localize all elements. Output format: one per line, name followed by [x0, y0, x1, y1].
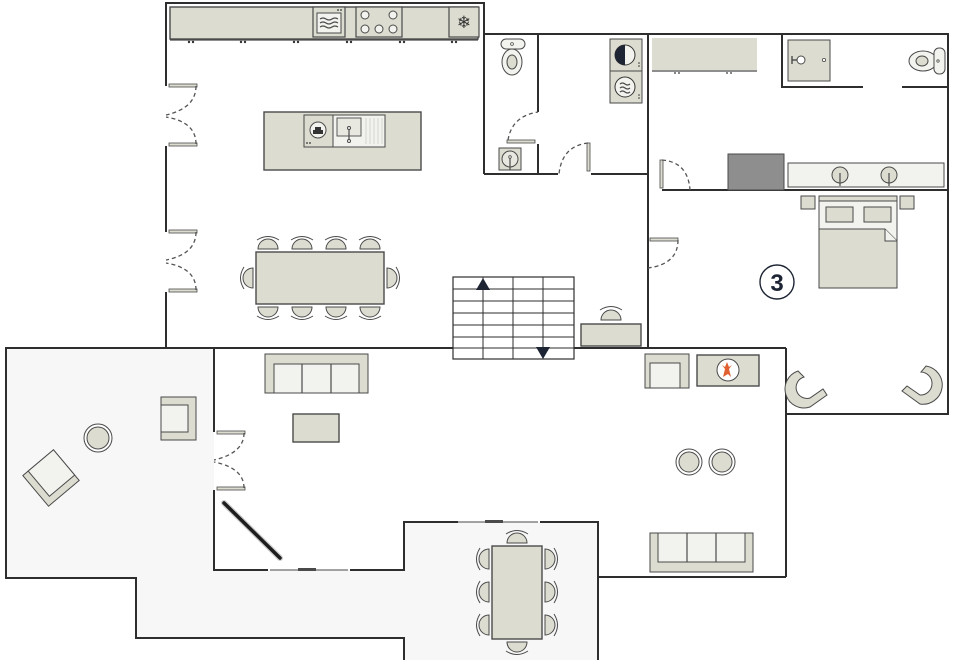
dark-storage-block [727, 153, 785, 191]
kitchen-counter: ❄ [169, 6, 480, 44]
stools [675, 448, 736, 476]
ensuite-door[interactable] [659, 159, 691, 191]
bedroom-chair-left [784, 370, 828, 409]
kitchen-double-door-upper[interactable] [165, 83, 198, 147]
armchair-living [644, 353, 690, 389]
tv-icon [221, 500, 283, 561]
terrace-dining-chairs [476, 530, 558, 655]
svg-text:❄: ❄ [457, 13, 471, 33]
bedroom-door[interactable] [647, 237, 679, 269]
terrace-lounge-chair [22, 449, 80, 507]
staircase[interactable] [452, 276, 575, 360]
terrace-armchair [160, 396, 197, 441]
bed [800, 195, 915, 289]
fireplace-icon [696, 354, 760, 387]
kitchen-island [263, 111, 422, 171]
terrace-side-table [83, 423, 113, 453]
washer-icon [609, 70, 643, 104]
wc-basin-icon [498, 147, 522, 171]
double-vanity [787, 162, 945, 188]
terrace-west [6, 348, 598, 660]
ensuite-toilet-icon [908, 47, 946, 75]
room-number-badge: 3 [759, 264, 795, 300]
dining-chairs [240, 236, 400, 320]
wardrobe [652, 38, 757, 74]
laundry-door[interactable] [558, 142, 591, 175]
oven-icon [312, 6, 346, 38]
cooktop-icon [355, 6, 403, 38]
sliding-door-terrace[interactable] [458, 520, 538, 523]
kitchen-double-door-lower[interactable] [165, 229, 198, 293]
dishwasher-icon [313, 127, 323, 134]
bedroom-chair-right [901, 365, 943, 405]
room-number-label: 3 [770, 270, 783, 297]
dining-table [255, 251, 385, 305]
coffee-table [292, 413, 340, 443]
terrace-dining-table [491, 545, 543, 640]
wc-toilet-icon [500, 38, 526, 76]
living-double-door[interactable] [213, 430, 246, 491]
stairs-up-arrow-icon [476, 278, 490, 290]
wc-door[interactable] [506, 111, 539, 144]
walls [5, 2, 949, 660]
living-sofa [264, 353, 369, 394]
fridge-snowflake-icon: ❄ [448, 6, 480, 38]
stairs-down-arrow-icon [536, 347, 550, 359]
counter-feet [187, 40, 458, 44]
sliding-door-living[interactable] [270, 568, 348, 571]
shower-icon [787, 39, 831, 82]
dryer-icon [609, 38, 643, 72]
hall-desk [580, 306, 642, 347]
living-sofa-south [649, 532, 754, 573]
